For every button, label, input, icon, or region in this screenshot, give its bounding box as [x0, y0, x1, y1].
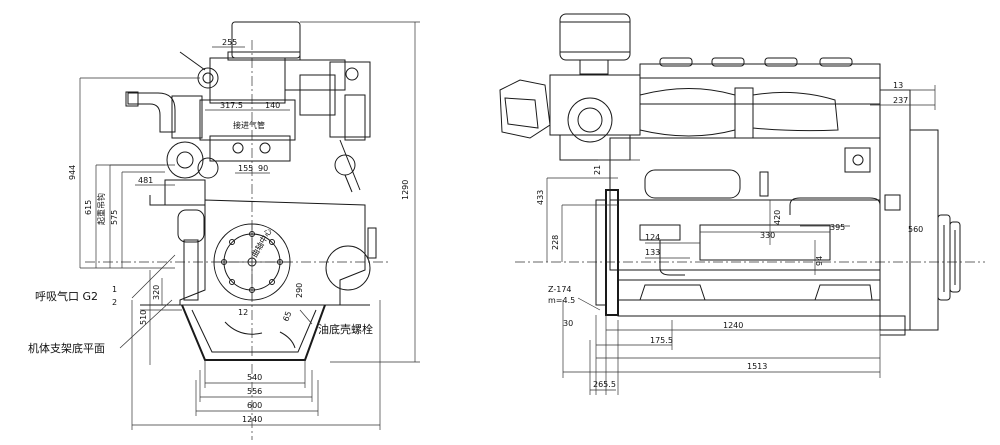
dim-433: 433 [536, 190, 545, 205]
dim-13: 13 [893, 81, 903, 90]
dim-1290: 1290 [401, 180, 410, 200]
side-view: 1240 175.5 1513 30 265.5 433 228 21 124 … [499, 13, 985, 395]
dim-155: 155 [238, 164, 253, 173]
dim-560: 560 [908, 225, 923, 234]
dim-1240-front: 1240 [242, 415, 262, 424]
lifting-label: 起重吊钩 [96, 193, 106, 225]
dim-133: 133 [645, 248, 660, 257]
dim-1513: 1513 [747, 362, 767, 371]
intake-label: 接进气管 [233, 120, 265, 130]
breather-frac-num: 1 [112, 285, 117, 294]
dim-12: 12 [238, 308, 248, 317]
dim-317: 317.5 [220, 101, 243, 110]
dim-600: 600 [247, 401, 262, 410]
dim-481: 481 [138, 176, 153, 185]
dim-944: 944 [68, 165, 77, 180]
module-label: m=4.5 [548, 296, 575, 305]
dim-540: 540 [247, 373, 262, 382]
dim-237: 237 [893, 96, 908, 105]
dim-30: 30 [563, 319, 573, 328]
dim-90: 90 [258, 164, 268, 173]
dim-420: 420 [773, 210, 782, 225]
dim-228: 228 [551, 235, 560, 250]
dim-94: 94 [815, 256, 824, 266]
breather-frac-den: 2 [112, 298, 117, 307]
dim-1240-side: 1240 [723, 321, 743, 330]
dim-510: 510 [139, 310, 148, 325]
base-plane-label: 机体支架底平面 [28, 341, 105, 355]
breather-label: 呼吸气口 G2 [35, 289, 98, 303]
dim-290: 290 [295, 283, 304, 298]
dim-65: 65 [281, 310, 293, 323]
dim-175: 175.5 [650, 336, 673, 345]
dim-575: 575 [110, 210, 119, 225]
dim-395: 395 [830, 223, 845, 232]
dim-140: 140 [265, 101, 280, 110]
front-view: 540 556 600 1240 255 1290 944 615 [28, 21, 420, 440]
dim-320: 320 [152, 285, 161, 300]
dim-265: 265.5 [593, 380, 616, 389]
dim-124: 124 [645, 233, 660, 242]
drain-plug-label: 油底壳螺栓 [318, 322, 373, 336]
dim-330: 330 [760, 231, 775, 240]
dim-556: 556 [247, 387, 262, 396]
teeth-label: Z-174 [548, 285, 572, 294]
dim-255: 255 [222, 38, 237, 47]
dim-21: 21 [593, 165, 602, 175]
dim-615: 615 [84, 200, 93, 215]
